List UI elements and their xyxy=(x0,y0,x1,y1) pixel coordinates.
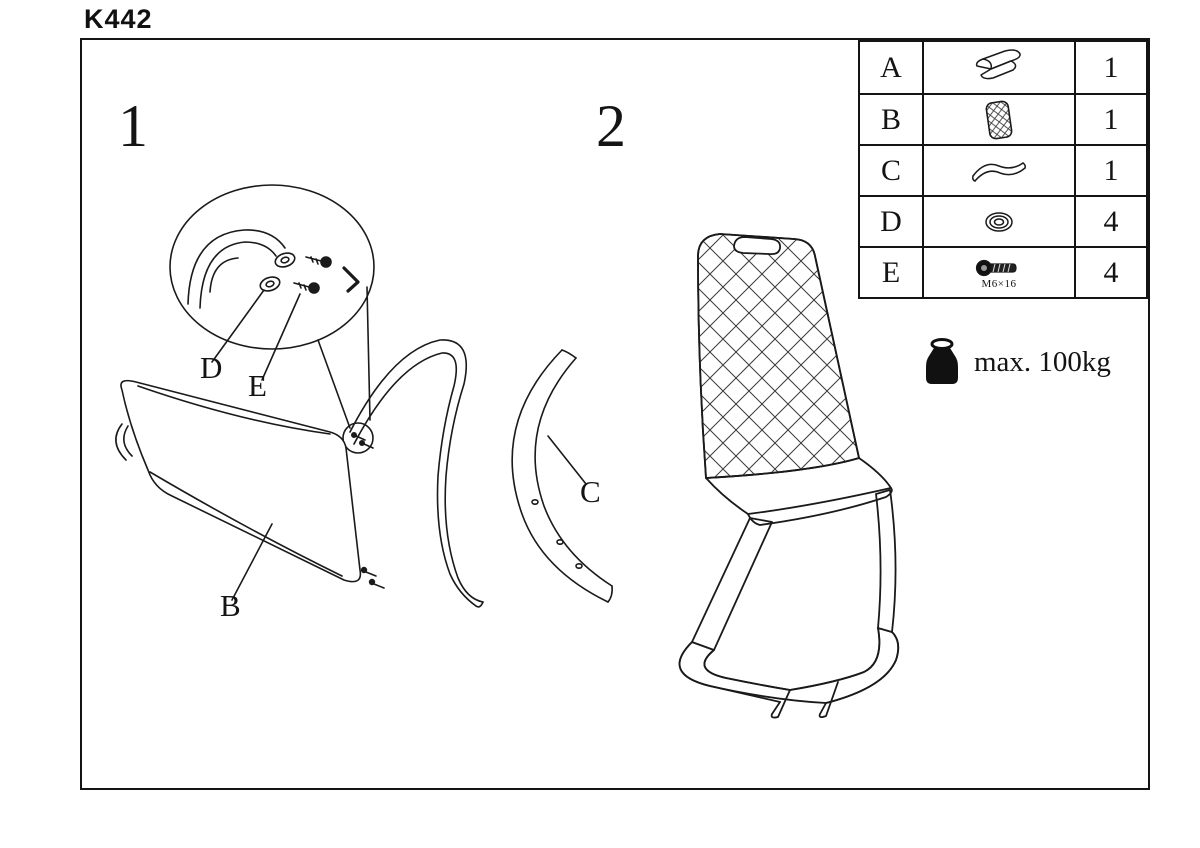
attachment-point-circle xyxy=(342,422,374,454)
step-2-assembled-chair-diagram xyxy=(678,233,900,719)
leader-line-d xyxy=(211,289,265,363)
part-label-b: B xyxy=(220,588,241,623)
washer-icon xyxy=(922,197,1076,246)
parts-table-row-e: E M6×16 4 xyxy=(860,246,1146,297)
parts-table-row-b: B 1 xyxy=(860,93,1146,144)
chair-rear-support-drawing xyxy=(691,517,773,651)
part-qty: 4 xyxy=(1103,255,1119,289)
leader-line-e xyxy=(261,293,301,381)
part-qty: 1 xyxy=(1103,50,1119,84)
part-label-d: D xyxy=(200,350,223,385)
parts-table-row-a: A 1 xyxy=(860,42,1146,93)
part-letter: D xyxy=(880,204,902,238)
part-qty: 1 xyxy=(1103,102,1119,136)
quilted-backrest-icon xyxy=(922,95,1076,144)
part-qty: 4 xyxy=(1103,204,1119,238)
seat-shell-drawing xyxy=(115,379,362,583)
weight-limit: max. 100kg xyxy=(922,336,1111,388)
parts-table-row-c: C 1 xyxy=(860,144,1146,195)
weight-limit-label: max. 100kg xyxy=(974,345,1111,378)
part-letter: A xyxy=(880,50,902,84)
parts-table: A 1 B xyxy=(858,40,1148,299)
bolt-spec: M6×16 xyxy=(981,278,1017,290)
leader-line-b xyxy=(231,523,273,601)
step-1-exploded-diagram xyxy=(115,184,613,608)
leader-line-c xyxy=(547,435,587,485)
part-label-c: C xyxy=(580,474,601,509)
backrest-handle-slot xyxy=(733,236,781,256)
step-1-number: 1 xyxy=(118,93,148,159)
part-letter: E xyxy=(881,255,901,289)
page-border: 1 2 xyxy=(80,38,1150,790)
washer-drawing xyxy=(259,252,296,292)
callout-pointer-lines xyxy=(317,286,371,429)
part-letter: C xyxy=(880,153,901,187)
bolt-drawing xyxy=(293,256,332,294)
support-rail-icon xyxy=(922,146,1076,195)
part-label-e: E xyxy=(248,368,267,403)
parts-table-row-d: D 4 xyxy=(860,195,1146,246)
part-qty: 1 xyxy=(1103,153,1119,187)
part-letter: B xyxy=(880,102,901,136)
model-number: K442 xyxy=(84,4,153,34)
magnifier-callout xyxy=(169,184,375,350)
step-2-number: 2 xyxy=(596,93,626,159)
part-c-rail-drawing xyxy=(511,349,613,603)
allen-key-drawing xyxy=(342,266,360,293)
seat-shell-icon xyxy=(922,42,1076,93)
weight-icon xyxy=(922,336,962,388)
chair-front-support-drawing xyxy=(875,489,897,633)
bolt-icon: M6×16 xyxy=(922,248,1076,297)
chair-backrest-drawing xyxy=(697,233,860,479)
support-rail-attached-drawing xyxy=(349,339,484,608)
